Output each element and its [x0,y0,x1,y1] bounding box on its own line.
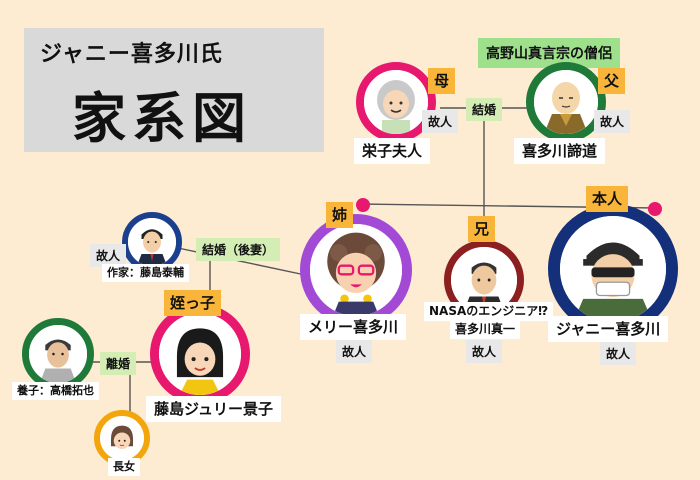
self-deceased: 故人 [600,342,637,365]
father-tag: 父 [598,68,626,94]
fujishima-name: 作家：藤島泰輔 [102,264,189,282]
father-monk-icon [534,70,598,134]
buddhist-note: 高野山真言宗の僧侶 [478,38,620,68]
brother-note: NASAのエンジニア⁉ [424,302,554,321]
fujishima-avatar [122,212,182,272]
title-box [24,28,324,152]
niece-tag: 姪っ子 [164,290,222,316]
daughter-avatar [94,410,150,466]
father-name: 喜多川諦道 [514,138,606,164]
mother-face-icon [364,70,428,134]
divorce-label: 離婚 [100,352,137,375]
mother-deceased: 故人 [422,110,459,133]
sister-avatar [300,214,412,326]
self-avatar [548,204,678,334]
adopted-face-icon [29,325,87,383]
sister-deceased: 故人 [336,340,373,363]
title-subtitle: ジャニー喜多川氏 [40,42,223,67]
fujishima-deceased: 故人 [90,244,127,267]
niece-face-icon [159,313,241,395]
brother-name: 喜多川真一 [450,320,521,339]
title-main: 家系図 [72,86,252,150]
father-deceased: 故人 [594,110,631,133]
sister-pink-dot [356,198,370,212]
fujishima-face-icon [128,218,176,266]
sister-face-icon [310,224,402,316]
adopted-avatar [22,318,94,390]
mother-avatar [356,62,436,142]
adopted-name: 養子：高橋拓也 [12,382,99,400]
self-tag: 本人 [586,186,629,212]
marriage-second-wife: 結婚（後妻） [196,238,281,261]
niece-avatar [150,304,250,404]
sister-tag: 姉 [326,202,354,228]
self-pink-dot [648,202,662,216]
brother-deceased: 故人 [466,340,503,363]
daughter-name: 長女 [108,458,140,476]
brother-tag: 兄 [468,216,496,242]
mother-name: 栄子夫人 [354,138,431,164]
mother-tag: 母 [428,68,456,94]
self-face-icon [560,216,666,322]
parents-marriage: 結婚 [466,98,503,121]
niece-name: 藤島ジュリー景子 [146,396,281,422]
daughter-face-icon [100,416,144,460]
self-name: ジャニー喜多川 [548,316,669,342]
sister-name: メリー喜多川 [300,314,407,340]
